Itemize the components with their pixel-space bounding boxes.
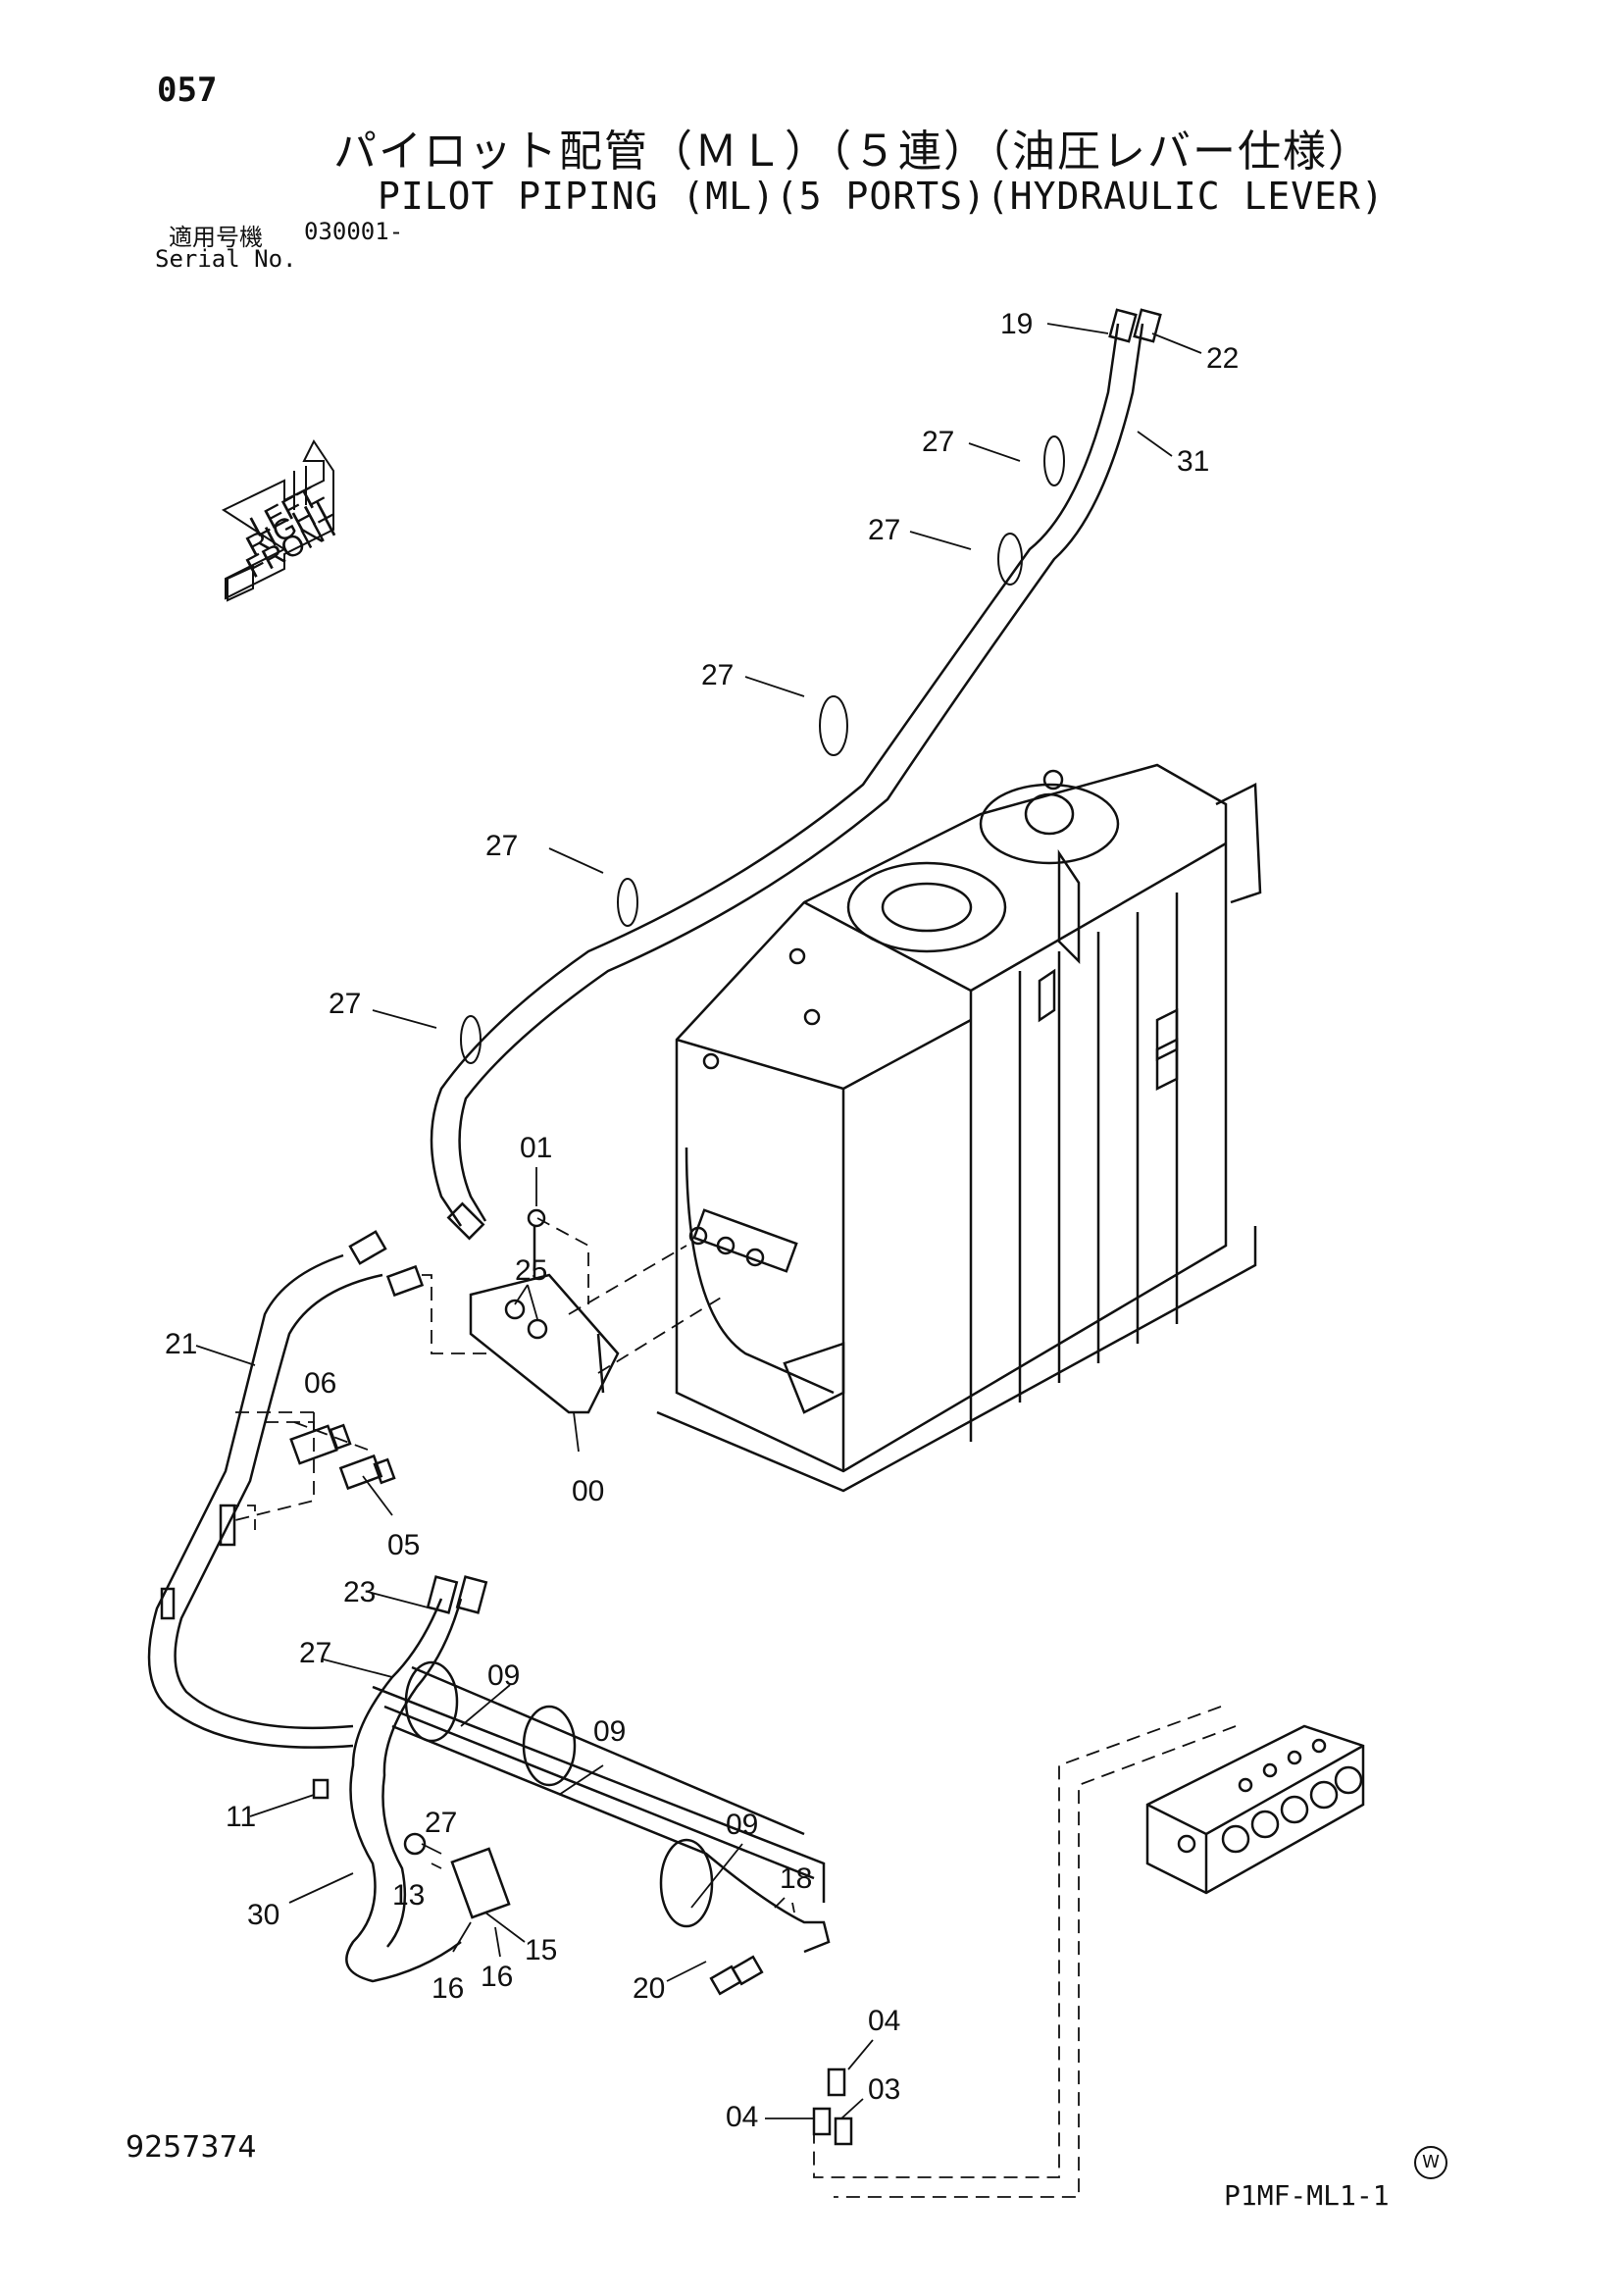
part-label-27: 27 xyxy=(425,1807,457,1839)
control-valve-block xyxy=(1145,1724,1365,1895)
part-label-27: 27 xyxy=(485,830,518,862)
leader-lines xyxy=(195,323,1202,2119)
pressure-sensor-fittings xyxy=(289,1423,396,1491)
part-label-11: 11 xyxy=(226,1801,256,1833)
part-label-00: 00 xyxy=(572,1475,604,1507)
part-label-16: 16 xyxy=(431,1972,464,2005)
page-title-japanese: パイロット配管（ＭＬ）（５連）（油圧レバー仕様） xyxy=(333,127,1373,177)
serial-label-english: Serial No. xyxy=(155,245,297,273)
part-label-04: 04 xyxy=(868,2005,900,2037)
pilot-hose-left xyxy=(147,1230,425,1749)
figure-code: P1MF-ML1-1 xyxy=(1224,2179,1390,2212)
hose-clamps xyxy=(460,435,1065,1064)
part-label-18: 18 xyxy=(780,1862,812,1895)
lower-piping xyxy=(312,1575,853,2146)
part-label-16: 16 xyxy=(481,1961,513,1993)
part-label-22: 22 xyxy=(1206,342,1239,375)
dashed-connection-lines xyxy=(226,1217,1237,2198)
part-label-05: 05 xyxy=(387,1529,420,1561)
part-label-09: 09 xyxy=(487,1659,520,1692)
part-label-21: 21 xyxy=(165,1328,197,1360)
part-label-31: 31 xyxy=(1177,445,1209,478)
page-title-english: PILOT PIPING (ML)(5 PORTS)(HYDRAULIC LEV… xyxy=(378,175,1385,218)
orientation-icon: LEFT RIGHT FRONT xyxy=(221,439,346,602)
document-number: 9257374 xyxy=(126,2130,257,2165)
part-label-13: 13 xyxy=(392,1879,425,1912)
part-label-27: 27 xyxy=(868,514,900,546)
serial-value: 030001- xyxy=(304,218,404,245)
part-label-27: 27 xyxy=(922,426,954,458)
bracket-assembly xyxy=(469,1208,620,1414)
part-label-15: 15 xyxy=(525,1934,557,1966)
part-label-04: 04 xyxy=(726,2101,758,2133)
part-label-06: 06 xyxy=(304,1367,336,1400)
hydraulic-tank xyxy=(656,763,1262,1493)
part-label-09: 09 xyxy=(593,1715,626,1748)
copyright-mark: W xyxy=(1414,2146,1447,2179)
part-label-23: 23 xyxy=(343,1576,376,1608)
part-label-27: 27 xyxy=(299,1637,331,1669)
part-label-20: 20 xyxy=(633,1972,665,2005)
pilot-hose-upper xyxy=(430,308,1162,1241)
part-label-03: 03 xyxy=(868,2073,900,2106)
part-label-25: 25 xyxy=(515,1254,547,1287)
part-label-30: 30 xyxy=(247,1899,279,1931)
page-number: 057 xyxy=(157,71,218,110)
part-number-labels: 19 22 27 31 27 27 27 27 01 25 00 06 05 2… xyxy=(165,308,1239,2133)
part-label-27: 27 xyxy=(329,988,361,1020)
part-label-27: 27 xyxy=(701,659,734,691)
part-label-19: 19 xyxy=(1000,308,1033,340)
part-label-01: 01 xyxy=(520,1132,552,1164)
part-label-09: 09 xyxy=(726,1809,758,1841)
serial-label-japanese: 適用号機 xyxy=(169,224,263,251)
